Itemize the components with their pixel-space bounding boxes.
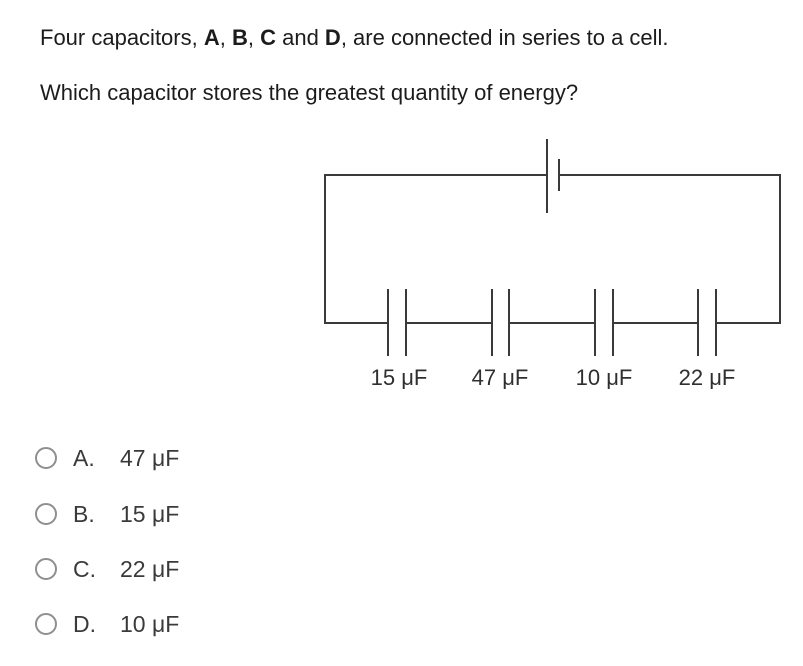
capacitor-3-label: 10 μF (576, 365, 633, 390)
option-letter-d: D. (73, 610, 96, 637)
capacitor-name-a: A (203, 25, 220, 50)
option-row-a[interactable]: A. 47 μF (35, 444, 179, 472)
capacitor-4-symbol (697, 289, 717, 356)
option-value-b: 15 μF (120, 500, 180, 527)
capacitor-name-d: D (324, 25, 341, 50)
question-line2: Which capacitor stores the greatest quan… (40, 80, 579, 105)
capacitor-name-c: C (260, 25, 276, 50)
question-line1-segment: Four capacitors, (40, 25, 204, 50)
option-letter-a: A. (73, 444, 95, 471)
capacitor-2-label: 47 μF (472, 365, 529, 390)
question-line1-segment: and (275, 25, 325, 50)
radio-button-a[interactable] (35, 447, 57, 469)
option-letter-b: B. (73, 500, 95, 527)
option-letter-c: C. (73, 555, 96, 582)
capacitor-1-symbol (387, 289, 407, 356)
option-value-a: 47 μF (120, 444, 180, 471)
question-line1: Four capacitors, A, B, C and D, are conn… (40, 25, 669, 50)
capacitor-4-label: 22 μF (679, 365, 736, 390)
option-value-d: 10 μF (120, 610, 180, 637)
radio-button-c[interactable] (35, 558, 57, 580)
circuit-wires (324, 174, 781, 324)
capacitor-name-b: B (231, 25, 248, 50)
radio-button-b[interactable] (35, 503, 57, 525)
capacitor-3-symbol (594, 289, 614, 356)
cell-symbol (546, 139, 560, 213)
radio-button-d[interactable] (35, 613, 57, 635)
question-line1-segment: , (247, 25, 261, 50)
option-row-c[interactable]: C. 22 μF (35, 555, 179, 583)
option-value-c: 22 μF (120, 555, 180, 582)
capacitor-2-symbol (491, 289, 510, 356)
question-line1-segment: , are connected in series to a cell. (340, 25, 669, 50)
option-row-b[interactable]: B. 15 μF (35, 500, 179, 528)
option-row-d[interactable]: D. 10 μF (35, 610, 179, 638)
capacitor-1-label: 15 μF (371, 365, 428, 390)
question-line1-segment: , (219, 25, 232, 50)
